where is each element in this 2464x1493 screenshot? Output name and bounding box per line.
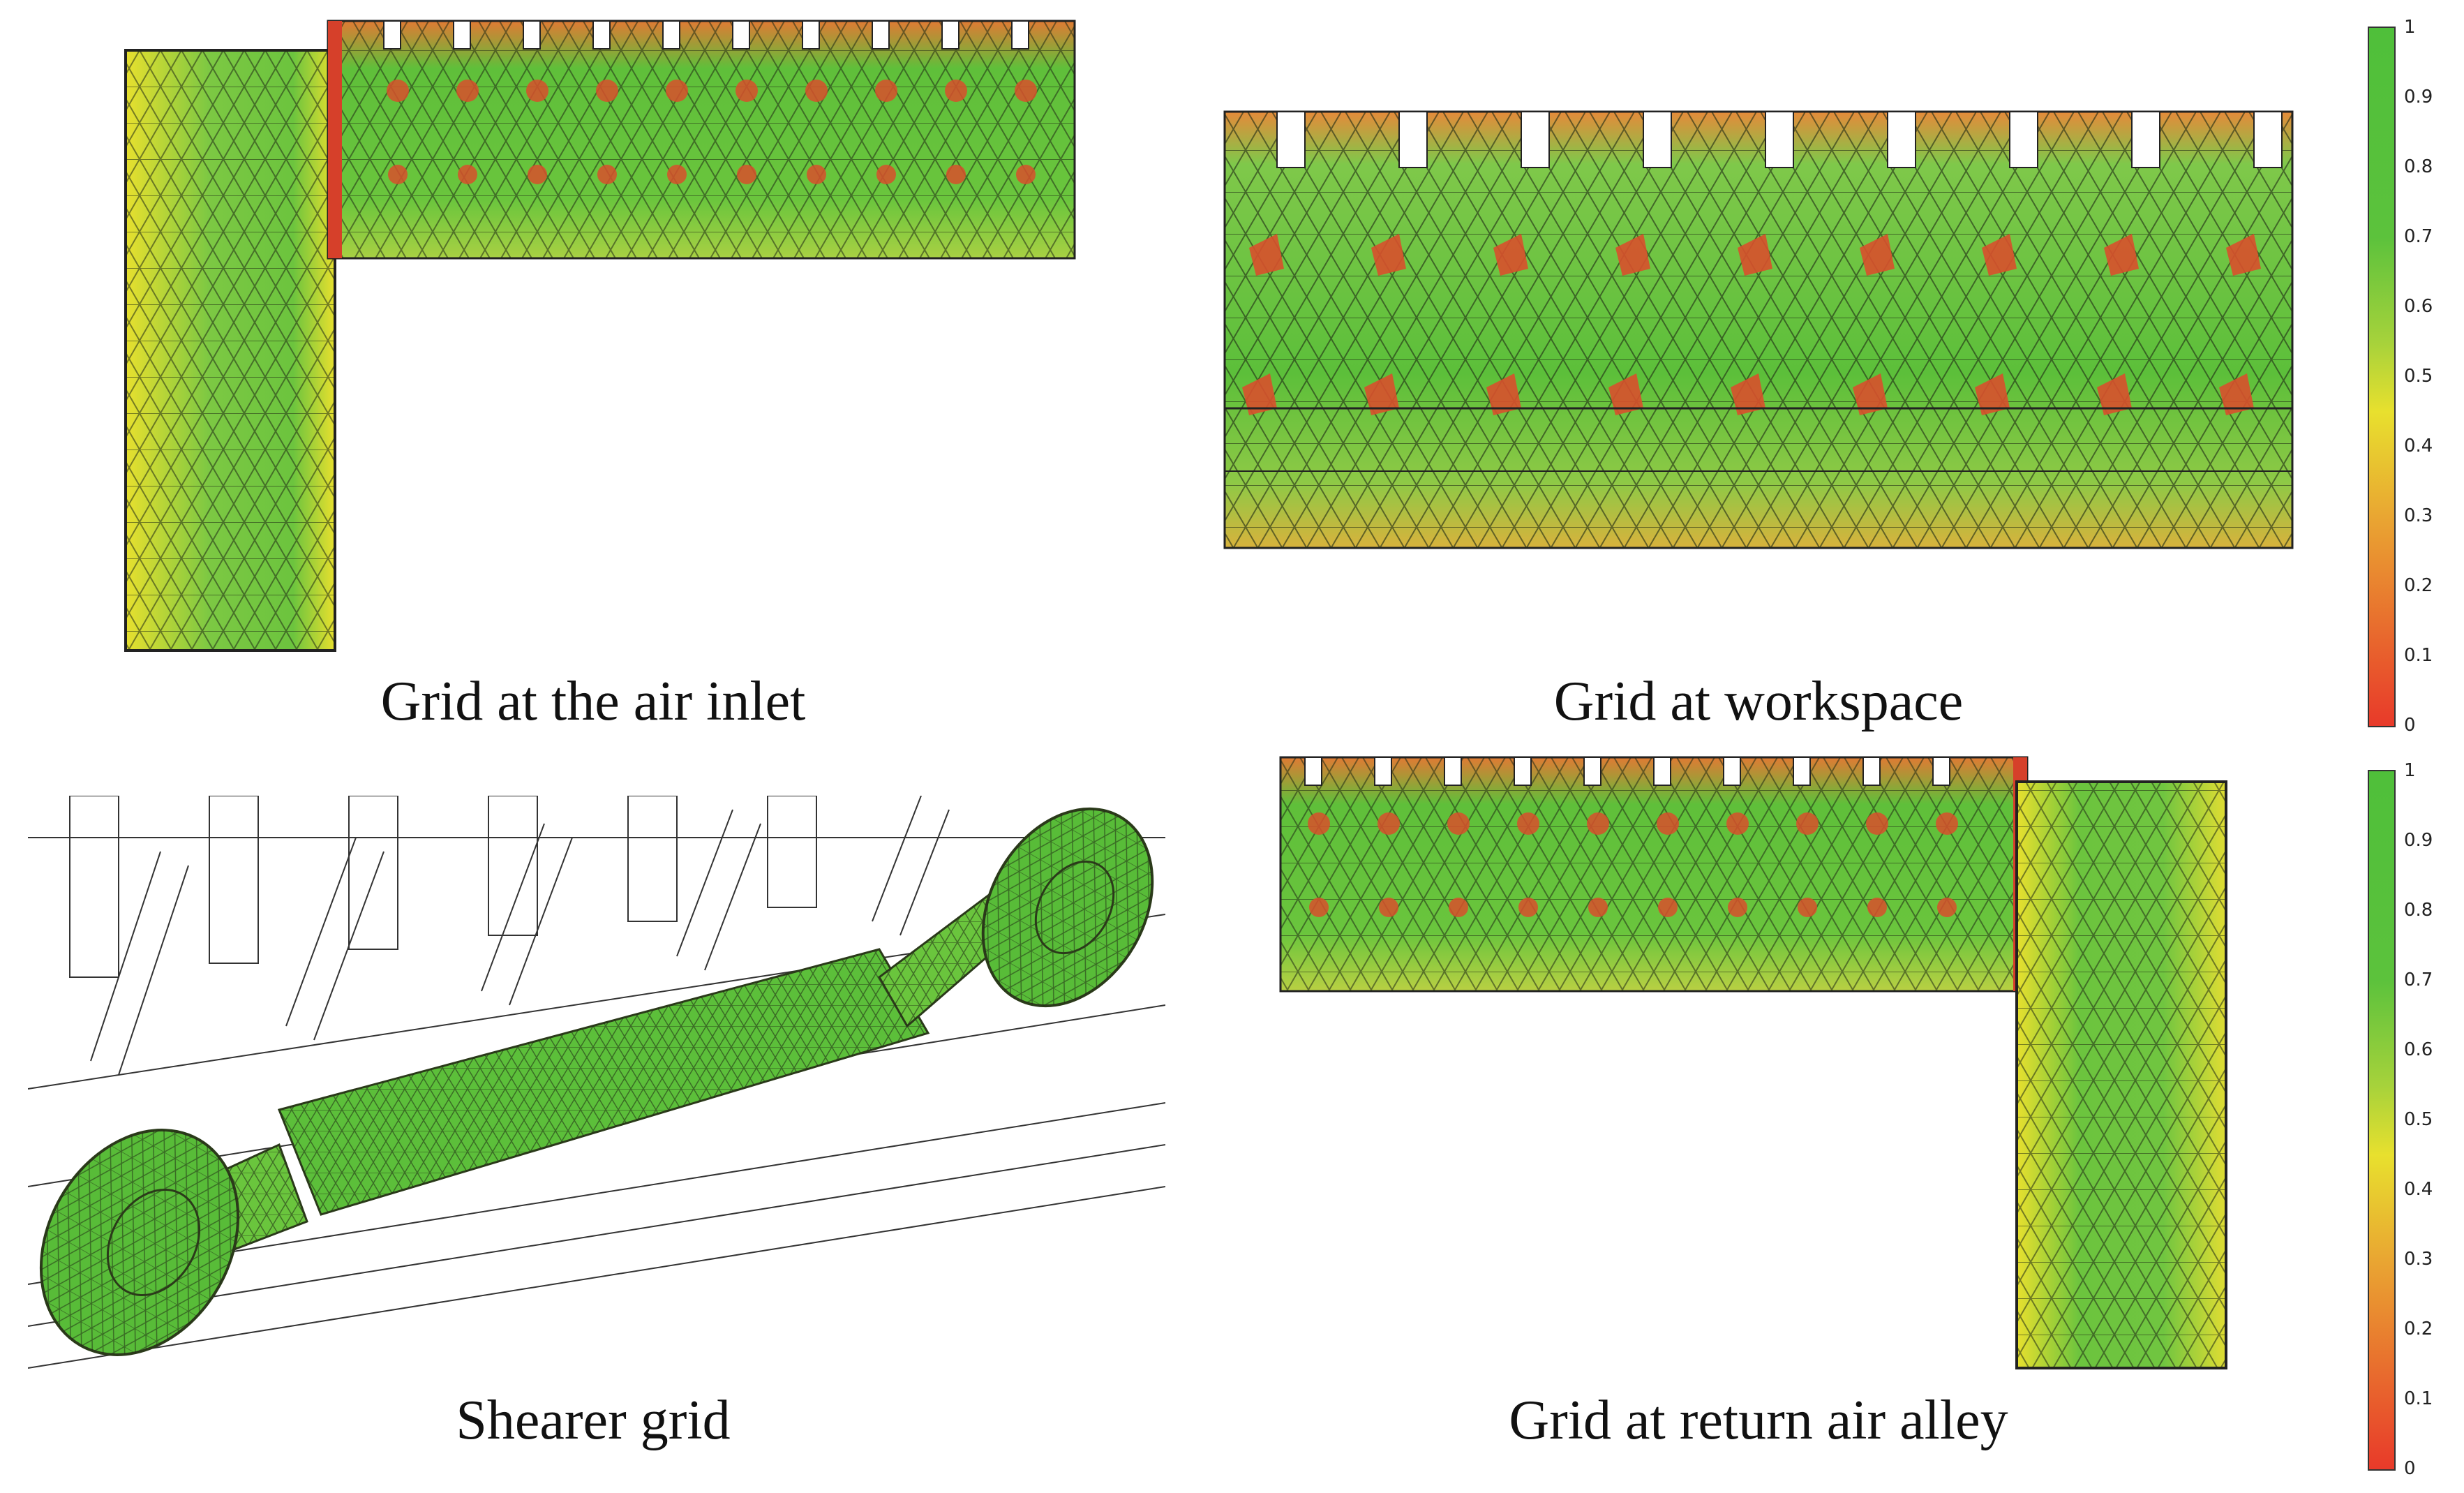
colorbar-bottom-tick: 0.7 <box>2404 970 2433 990</box>
colorbar-top-tick: 0.4 <box>2404 436 2433 456</box>
panel-shearer: Shearer grid <box>0 754 1186 1493</box>
colorbar-bottom-tick: 0.5 <box>2404 1109 2433 1130</box>
colorbar-bottom-tick: 0.4 <box>2404 1179 2433 1200</box>
colorbar-top-tick: 0 <box>2404 715 2416 736</box>
caption-air-inlet: Grid at the air inlet <box>380 671 806 732</box>
colorbar-bottom-gradient <box>2368 770 2396 1471</box>
caption-workspace: Grid at workspace <box>1553 671 1964 732</box>
colorbar-top-tick: 0.9 <box>2404 87 2433 107</box>
colorbar-bottom: 1 0.9 0.8 0.7 0.6 0.5 0.4 0.3 0.2 0.1 0 <box>2362 760 2460 1479</box>
colorbar-bottom-tick: 0.6 <box>2404 1039 2433 1060</box>
caption-shearer: Shearer grid <box>456 1390 731 1451</box>
colorbar-top-gradient <box>2368 27 2396 727</box>
colorbar-top-tick: 0.2 <box>2404 575 2433 596</box>
shearer-mesh <box>28 796 1165 1369</box>
air-inlet-mesh <box>124 20 1076 652</box>
colorbar-bottom-tick: 0.1 <box>2404 1388 2433 1409</box>
colorbar-top: 1 0.9 0.8 0.7 0.6 0.5 0.4 0.3 0.2 0.1 0 <box>2362 17 2460 736</box>
return-air-mesh <box>1279 756 2227 1369</box>
colorbar-bottom-tick: 0.3 <box>2404 1249 2433 1270</box>
colorbar-top-tick: 0.1 <box>2404 645 2433 666</box>
workspace-mesh <box>1223 110 2294 549</box>
colorbar-bottom-tick: 0.2 <box>2404 1319 2433 1339</box>
colorbar-top-tick: 0.7 <box>2404 226 2433 247</box>
colorbar-top-tick: 0.8 <box>2404 156 2433 177</box>
colorbar-bottom-tick: 1 <box>2404 760 2416 781</box>
colorbar-top-tick: 0.5 <box>2404 366 2433 387</box>
panel-workspace: Grid at workspace <box>1214 0 2303 747</box>
colorbar-bottom-tick: 0 <box>2404 1458 2416 1479</box>
colorbar-top-tick: 1 <box>2404 17 2416 38</box>
colorbar-top-tick: 0.6 <box>2404 296 2433 317</box>
caption-return-air: Grid at return air alley <box>1509 1390 2008 1451</box>
colorbar-bottom-tick: 0.8 <box>2404 900 2433 921</box>
panel-air-inlet: Grid at the air inlet <box>0 0 1089 747</box>
panel-return-air: Grid at return air alley <box>1214 754 2303 1493</box>
colorbar-top-tick: 0.3 <box>2404 505 2433 526</box>
colorbar-bottom-tick: 0.9 <box>2404 830 2433 851</box>
